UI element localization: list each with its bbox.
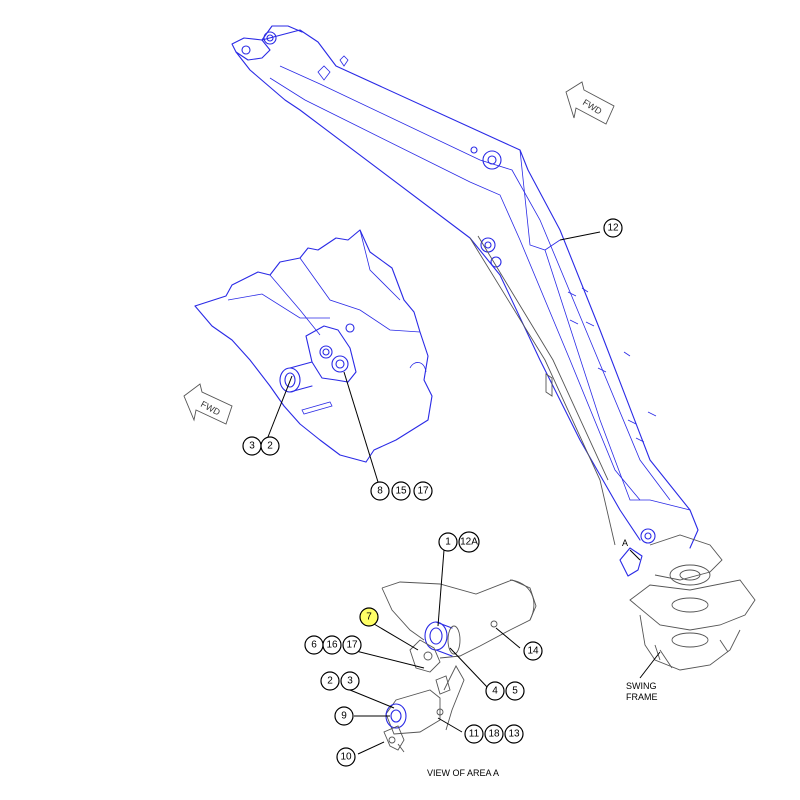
svg-text:4: 4 — [492, 686, 498, 697]
callout-11[interactable]: 11 — [464, 724, 484, 744]
svg-text:1: 1 — [445, 537, 451, 548]
swing-frame-label-line2: FRAME — [626, 692, 658, 702]
leader-lines — [265, 231, 601, 755]
svg-text:14: 14 — [527, 646, 539, 657]
callout-8[interactable]: 8 — [370, 481, 390, 501]
boom-drawing — [231, 25, 699, 577]
svg-text:8: 8 — [377, 486, 383, 497]
callout-16[interactable]: 16 — [322, 635, 342, 655]
callout-17-top[interactable]: 17 — [413, 481, 433, 501]
svg-text:11: 11 — [469, 729, 480, 740]
callout-5[interactable]: 5 — [505, 681, 525, 701]
svg-text:18: 18 — [488, 729, 500, 740]
callout-9[interactable]: 9 — [334, 706, 354, 726]
svg-text:2: 2 — [327, 676, 333, 687]
callout-3-left[interactable]: 3 — [242, 436, 262, 456]
swing-frame-drawing — [629, 534, 756, 671]
svg-text:17: 17 — [346, 640, 358, 651]
svg-text:9: 9 — [341, 711, 347, 722]
area-a-assembly — [381, 579, 537, 753]
area-a-marker: A — [622, 538, 628, 548]
svg-text:5: 5 — [512, 686, 518, 697]
fwd-arrow-left: FWD — [183, 383, 233, 425]
svg-text:2: 2 — [267, 441, 273, 452]
callout-15[interactable]: 15 — [391, 481, 411, 501]
svg-text:7: 7 — [366, 612, 372, 623]
callout-17-bottom[interactable]: 17 — [342, 635, 362, 655]
callout-18[interactable]: 18 — [484, 724, 504, 744]
boom-foot-detail — [194, 229, 433, 463]
callout-1[interactable]: 1 — [438, 532, 458, 552]
swing-frame-label-line1: SWING — [626, 681, 657, 691]
callout-13[interactable]: 13 — [504, 724, 524, 744]
svg-text:17: 17 — [417, 486, 429, 497]
svg-text:12A: 12A — [460, 537, 478, 548]
callout-12[interactable]: 12 — [603, 218, 623, 238]
svg-text:16: 16 — [326, 640, 338, 651]
callout-10[interactable]: 10 — [336, 747, 356, 767]
svg-text:12: 12 — [607, 223, 619, 234]
callout-6[interactable]: 6 — [304, 635, 324, 655]
callout-3-bottom[interactable]: 3 — [340, 671, 360, 691]
callout-2-left[interactable]: 2 — [260, 436, 280, 456]
callout-14[interactable]: 14 — [523, 641, 543, 661]
callout-12A[interactable]: 12A — [458, 531, 480, 553]
svg-text:3: 3 — [249, 441, 255, 452]
svg-text:15: 15 — [395, 486, 407, 497]
view-caption: VIEW OF AREA A — [427, 768, 499, 778]
callout-7-highlighted[interactable]: 7 — [359, 607, 379, 627]
callout-4[interactable]: 4 — [485, 681, 505, 701]
fwd-arrow-top: FWD — [565, 81, 615, 125]
svg-text:6: 6 — [311, 640, 317, 651]
svg-text:10: 10 — [340, 752, 352, 763]
callout-2-bottom[interactable]: 2 — [320, 671, 340, 691]
svg-text:3: 3 — [347, 676, 353, 687]
svg-text:13: 13 — [508, 729, 520, 740]
